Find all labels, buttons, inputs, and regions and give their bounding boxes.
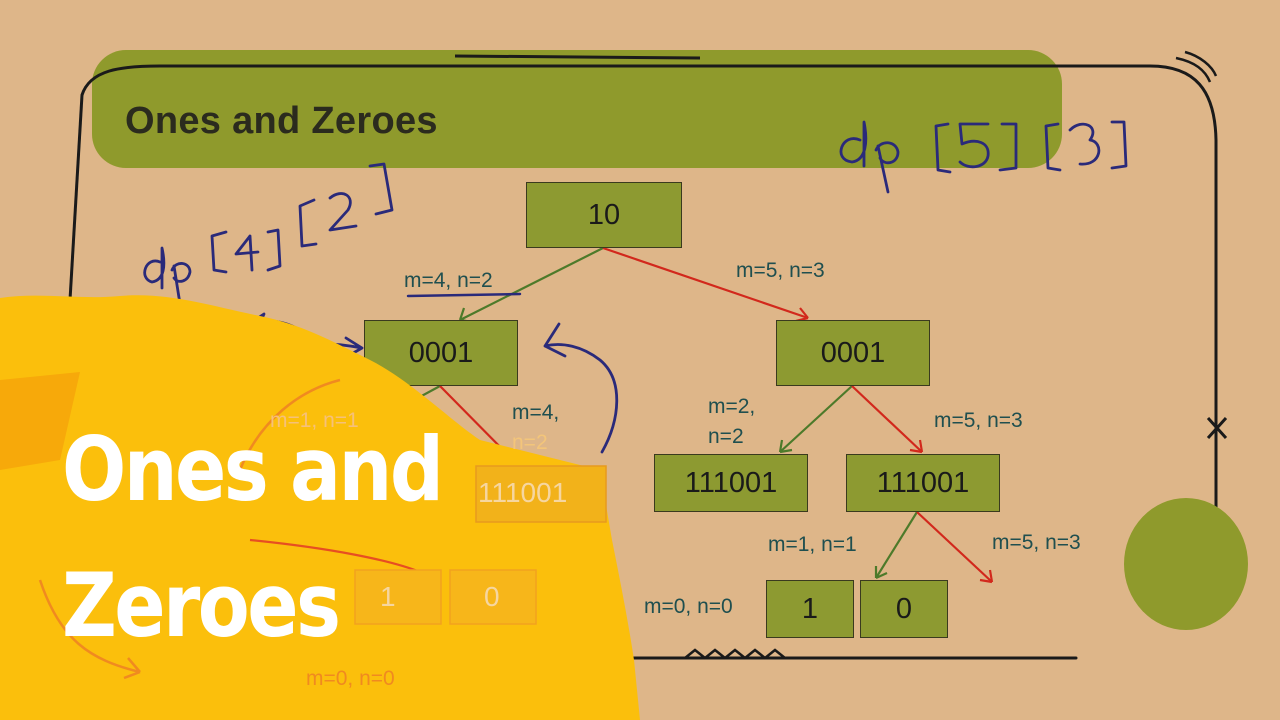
- left-leaf-zero: 0: [484, 581, 500, 612]
- right-left-grandchild-node: 111001: [654, 454, 808, 512]
- slide-title: Ones and Zeroes: [125, 100, 438, 142]
- thumbnail-title-line2: Zeroes: [62, 554, 341, 657]
- edge-label-l2r-right: m=5, n=3: [992, 531, 1081, 554]
- title-banner: [92, 50, 1062, 168]
- edge-label-l2r-left: m=1, n=1: [768, 533, 857, 556]
- edge-label-root-left: m=4, n=2: [404, 269, 493, 292]
- edge-label-l1l-right-2: n=2: [512, 431, 548, 454]
- edge-label-l1l-right-1: m=4,: [512, 401, 560, 424]
- left-child-node: 0001: [364, 320, 518, 386]
- left-right-grandchild-node: 111001: [478, 477, 568, 508]
- thumbnail-title-line1: Ones and: [62, 418, 444, 521]
- edge-label-l1r-left-1: m=2,: [708, 395, 756, 418]
- edge-label-l1l-left: m=1, n=1: [270, 409, 359, 432]
- edge-label-root-right: m=5, n=3: [736, 259, 825, 282]
- root-node: 10: [526, 182, 682, 248]
- edge-label-l3r-left: m=0, n=0: [644, 595, 733, 618]
- leaf-node-zero: 0: [860, 580, 948, 638]
- left-leaf-one: 1: [380, 581, 396, 612]
- leaf-node-one: 1: [766, 580, 854, 638]
- edge-label-l1r-right: m=5, n=3: [934, 409, 1023, 432]
- green-circle: [1124, 498, 1248, 630]
- right-child-node: 0001: [776, 320, 930, 386]
- right-right-grandchild-node: 111001: [846, 454, 1000, 512]
- edge-label-l3l-bottom: m=0, n=0: [306, 667, 395, 690]
- edge-label-l1r-left-2: n=2: [708, 425, 744, 448]
